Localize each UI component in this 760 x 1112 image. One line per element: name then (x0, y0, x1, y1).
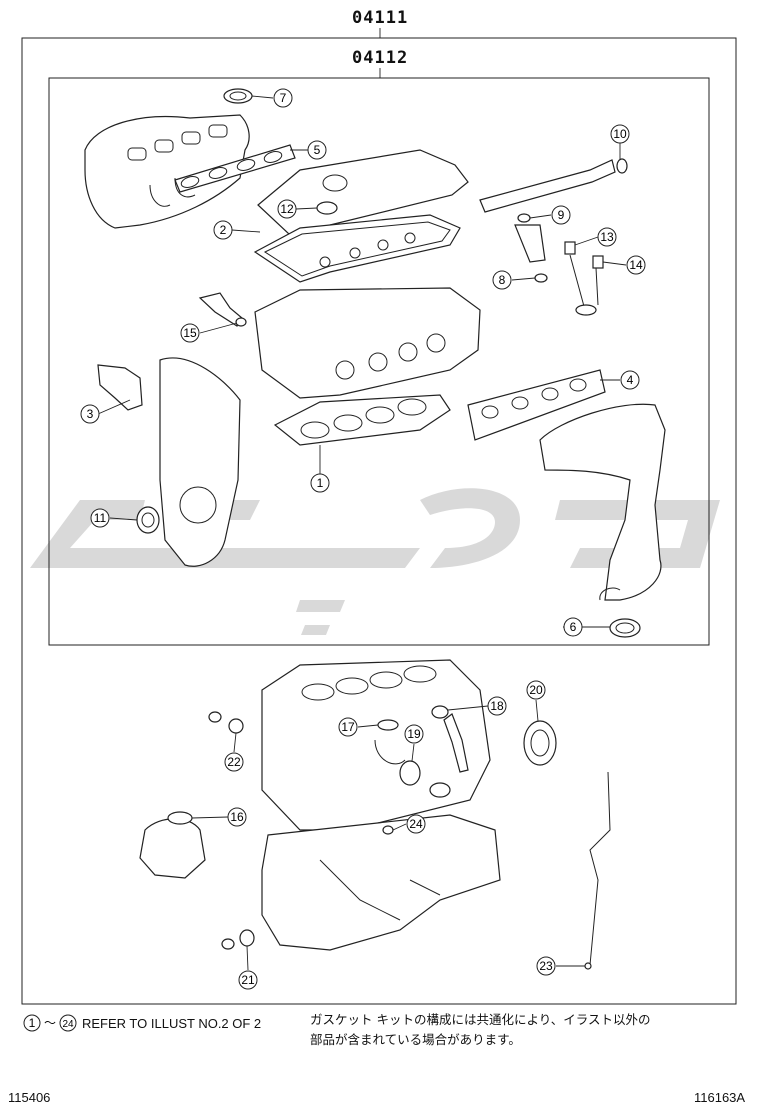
callout-20: 20 (526, 680, 546, 700)
callout-21: 21 (238, 970, 258, 990)
note-japanese-line2: 部品が含まれている場合があります。 (310, 1032, 521, 1047)
callout-5: 5 (307, 140, 327, 160)
svg-text:20: 20 (529, 683, 543, 697)
note-japanese-line1: ガスケット キットの構成には共通化により、イラスト以外の (310, 1012, 651, 1027)
svg-text:19: 19 (407, 727, 421, 741)
note-range-start: 1 (23, 1014, 41, 1032)
svg-text:22: 22 (227, 755, 241, 769)
inner-frame (48, 77, 710, 646)
footer-right-code: 116163A (694, 1090, 746, 1105)
callout-24: 24 (406, 814, 426, 834)
watermark-logo (30, 488, 720, 635)
callout-16: 16 (227, 807, 247, 827)
callout-6: 6 (563, 617, 583, 637)
note-english: REFER TO ILLUST NO.2 OF 2 (82, 1016, 262, 1031)
svg-text:16: 16 (230, 810, 244, 824)
intake-manifold-drawing (84, 114, 250, 229)
svg-text:7: 7 (280, 91, 287, 105)
callout-22: 22 (224, 752, 244, 772)
callout-2: 2 (213, 220, 233, 240)
svg-text:4: 4 (627, 373, 634, 387)
callout-19: 19 (404, 724, 424, 744)
callout-4: 4 (620, 370, 640, 390)
valve-cover-gasket-drawing (253, 214, 461, 283)
svg-text:23: 23 (539, 959, 553, 973)
fuel-rail-drawing (479, 158, 628, 283)
callout-18: 18 (487, 696, 507, 716)
svg-text:17: 17 (341, 720, 355, 734)
inner-assembly-code: 04112 (352, 48, 409, 68)
svg-text:12: 12 (280, 202, 294, 216)
intake-gasket-drawing (174, 144, 296, 193)
svg-text:3: 3 (87, 407, 94, 421)
callout-7: 7 (273, 88, 293, 108)
svg-text:13: 13 (600, 230, 614, 244)
svg-text:10: 10 (613, 127, 627, 141)
callout-11: 11 (90, 508, 110, 528)
svg-text:6: 6 (570, 620, 577, 634)
head-gasket-drawing (273, 394, 451, 446)
svg-text:8: 8 (499, 273, 506, 287)
callout-17: 17 (338, 717, 358, 737)
callout-9: 9 (551, 205, 571, 225)
svg-text:2: 2 (220, 223, 227, 237)
callout-14: 14 (626, 255, 646, 275)
svg-text:14: 14 (629, 258, 643, 272)
svg-text:5: 5 (314, 143, 321, 157)
valves-drawing (564, 241, 604, 316)
svg-text:1: 1 (29, 1016, 36, 1030)
timing-cover-drawing (97, 357, 241, 567)
svg-text:15: 15 (183, 326, 197, 340)
valve-cover-drawing (257, 149, 469, 236)
svg-text:18: 18 (490, 699, 504, 713)
callout-12: 12 (277, 199, 297, 219)
callout-10: 10 (610, 124, 630, 144)
svg-text:21: 21 (241, 973, 255, 987)
svg-text:11: 11 (94, 511, 107, 525)
callout-3: 3 (80, 404, 100, 424)
note-range-end: 24 (59, 1014, 77, 1032)
svg-text:24: 24 (62, 1019, 74, 1030)
note-range-tilde: ～ (44, 1016, 56, 1030)
callout-15: 15 (180, 323, 200, 343)
outer-frame (21, 37, 737, 1005)
svg-text:1: 1 (317, 476, 324, 490)
callout-1: 1 (310, 473, 330, 493)
footer-left-code: 115406 (8, 1090, 51, 1105)
svg-text:9: 9 (558, 208, 565, 222)
exhaust-gasket-drawing (467, 369, 606, 441)
callout-13: 13 (597, 227, 617, 247)
callout-8: 8 (492, 270, 512, 290)
outer-assembly-code: 04111 (352, 8, 409, 28)
exhaust-manifold-drawing (539, 403, 666, 601)
svg-text:24: 24 (409, 817, 423, 831)
callout-23: 23 (536, 956, 556, 976)
oil-pan-drawing (261, 814, 501, 951)
cylinder-head-drawing (254, 287, 481, 399)
